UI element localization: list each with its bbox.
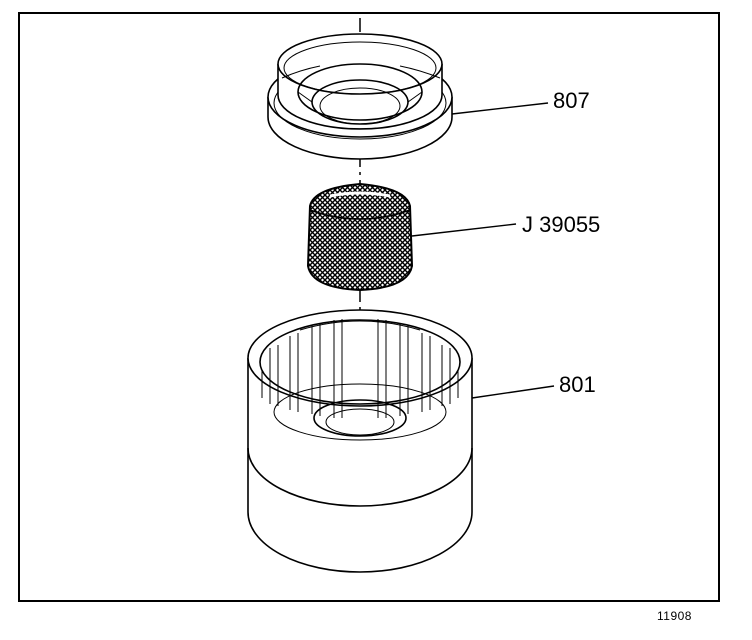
leader-line-807 [451,102,549,115]
callout-807: 807 [553,88,590,113]
installer-tool-j39055 [306,182,414,292]
callout-j39055: J 39055 [522,212,600,237]
callout-801: 801 [559,372,596,397]
leader-line-j39055 [411,223,517,237]
seal-ring-807 [267,33,453,160]
leader-line-801 [471,385,555,399]
housing-drum-801 [247,309,473,573]
figure-number: 11908 [657,609,692,623]
